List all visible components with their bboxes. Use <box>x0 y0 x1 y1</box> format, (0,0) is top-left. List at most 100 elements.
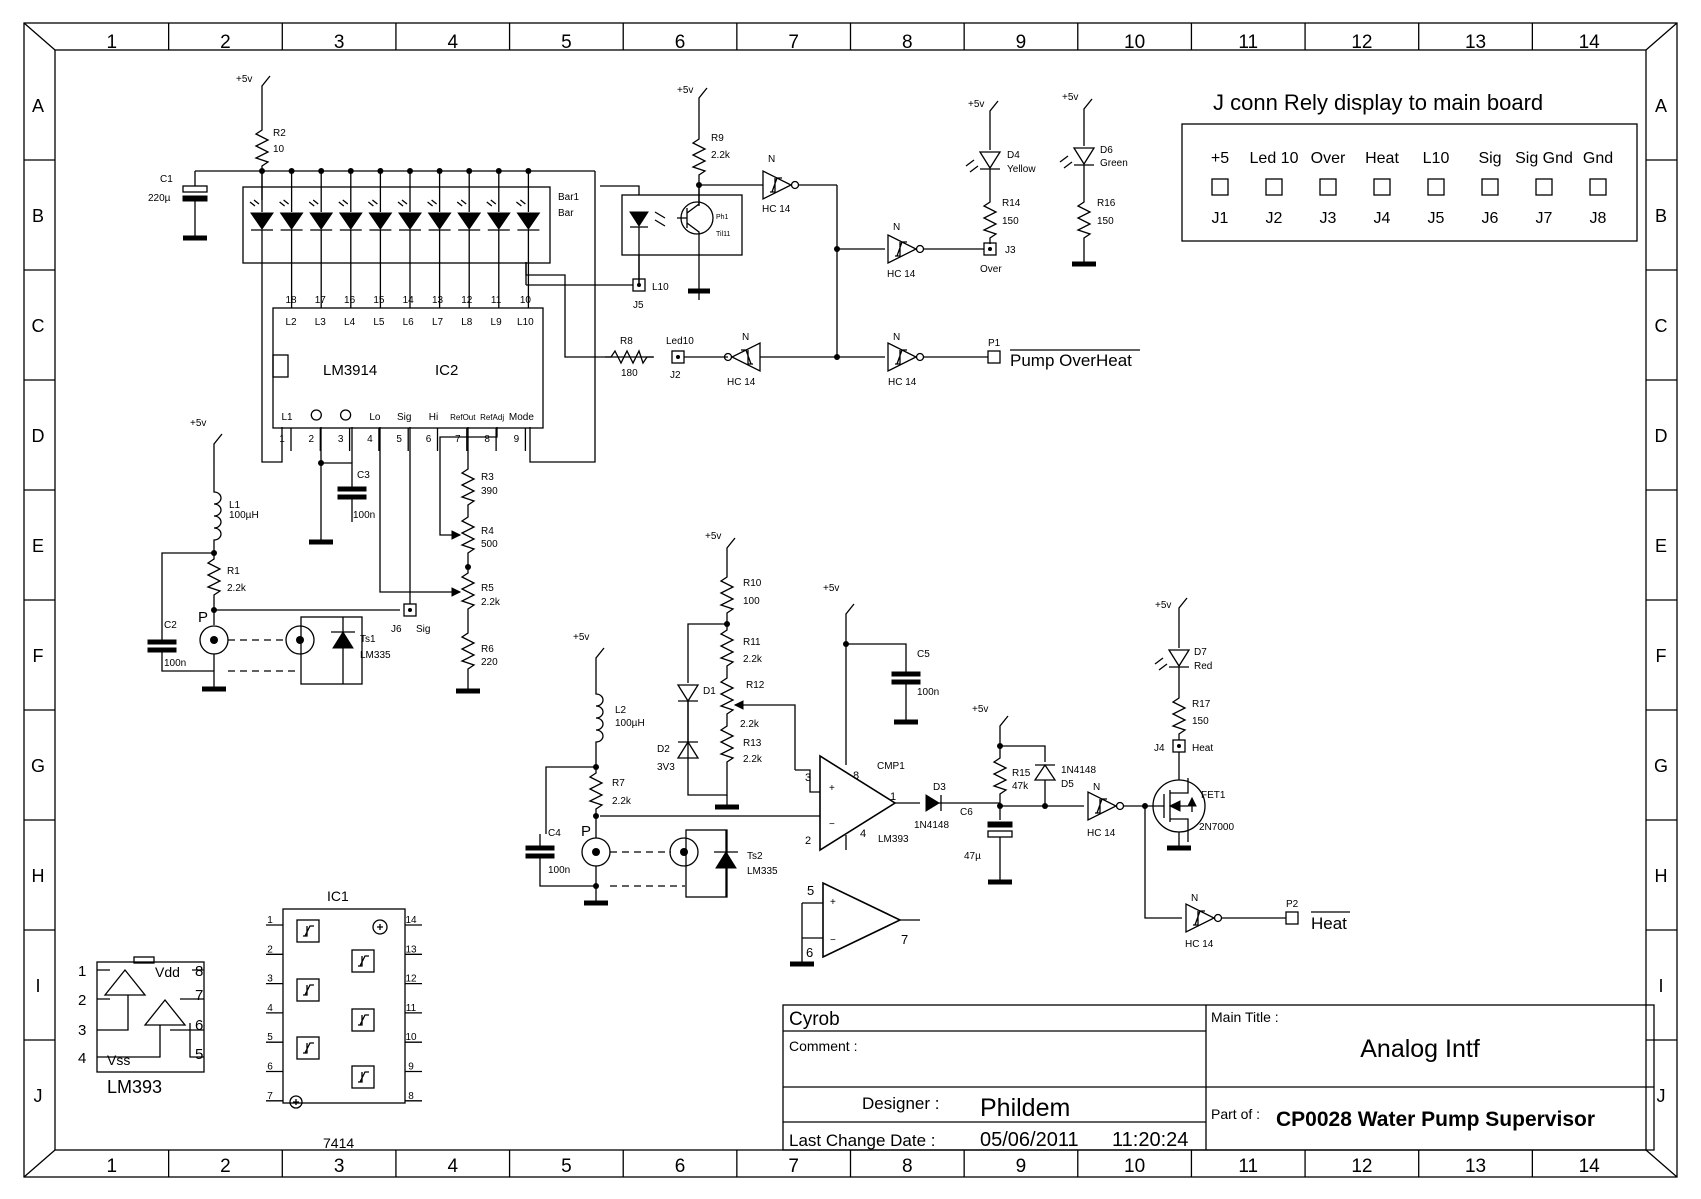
svg-text:1: 1 <box>78 963 86 980</box>
ts1-box <box>300 616 363 685</box>
connector-pin-box <box>1481 178 1499 196</box>
col-label: 10 <box>1124 32 1145 53</box>
ic2-pin-name: Mode <box>509 412 534 423</box>
ic2-pin-number: 5 <box>396 434 402 445</box>
bar-led-icon <box>367 199 392 263</box>
svg-text:P: P <box>198 609 208 626</box>
bar-led-icon <box>456 199 481 263</box>
col-label: 12 <box>1351 32 1372 53</box>
ic2-pin-number: 12 <box>461 295 473 306</box>
connector-pin-ref: J8 <box>1590 210 1607 227</box>
ic2-pin-number: 14 <box>403 295 415 306</box>
fet1-ref: FET1 <box>1201 790 1226 801</box>
ic2-pin-number: 18 <box>285 295 297 306</box>
ic2-ref: IC2 <box>435 362 458 379</box>
col-label: 4 <box>447 32 458 53</box>
bar-led-icon <box>397 199 421 263</box>
r14-value: 150 <box>1002 216 1019 227</box>
col-label: 14 <box>1579 1156 1601 1177</box>
d3-ref: D3 <box>933 782 946 793</box>
ic2-pin-number: 10 <box>520 295 532 306</box>
ts1-ref: Ts1 <box>360 634 376 645</box>
connector-pin-ref: J2 <box>1266 210 1283 227</box>
ic2-pin-name: Sig <box>397 412 411 423</box>
r2-ref: R2 <box>273 128 286 139</box>
bar-led-icon <box>250 212 274 230</box>
r4-value: 500 <box>481 539 498 550</box>
svg-text:2: 2 <box>78 992 86 1009</box>
ic1-pin-number: 6 <box>267 1062 273 1073</box>
led-bar-box <box>242 186 551 264</box>
c6-ref: C6 <box>960 807 973 818</box>
svg-text:+5v: +5v <box>823 583 839 594</box>
ic1-pin-number: 9 <box>408 1062 414 1073</box>
svg-text:−: − <box>829 819 835 830</box>
cmp1-value: LM393 <box>878 834 909 845</box>
row-label: H <box>32 866 45 886</box>
connector-pin-box <box>1211 178 1229 196</box>
l1-value: 100µH <box>229 510 259 521</box>
c5-value: 100n <box>917 687 939 698</box>
ic1-pin-number: 14 <box>405 915 417 926</box>
ic2-pin-number: 2 <box>309 434 315 445</box>
ic2-pin-name: L8 <box>461 317 473 328</box>
company: Cyrob <box>789 1009 840 1030</box>
r7-value: 2.2k <box>612 796 632 807</box>
r11-ref: R11 <box>743 637 761 648</box>
ic2-pin-name: L2 <box>285 317 297 328</box>
designer: Phildem <box>980 1094 1070 1122</box>
d5-value: 1N4148 <box>1061 765 1096 776</box>
col-label: 14 <box>1579 32 1601 53</box>
l10-label: L10 <box>652 282 669 293</box>
col-label: 11 <box>1238 1156 1258 1177</box>
ic2-pin-name: Lo <box>369 412 381 423</box>
d3-value: 1N4148 <box>914 820 949 831</box>
ph1-ref: Ph1 <box>716 214 729 221</box>
bar-led-icon <box>427 199 451 263</box>
comment-label: Comment : <box>789 1038 857 1054</box>
c3-ref: C3 <box>357 470 370 481</box>
ts2-ref: Ts2 <box>747 851 763 862</box>
ic1-pin-number: 10 <box>405 1032 417 1043</box>
connector-pin-name: Over <box>1311 150 1346 167</box>
connector-pin-box <box>1427 178 1445 196</box>
bar-led-icon <box>279 199 303 263</box>
j6-label: J6 <box>391 624 402 635</box>
r9-value: 2.2k <box>711 150 731 161</box>
r16-value: 150 <box>1097 216 1114 227</box>
col-label: 6 <box>675 1156 686 1177</box>
ic2-pin-name: L1 <box>281 412 293 423</box>
bar-led-icon <box>309 212 334 230</box>
col-label: 5 <box>561 1156 572 1177</box>
col-label: 3 <box>334 1156 345 1177</box>
svg-text:2: 2 <box>805 835 811 847</box>
svg-text:1: 1 <box>890 791 896 803</box>
r16-ref: R16 <box>1097 198 1116 209</box>
ic2-pin-name: L3 <box>315 317 327 328</box>
svg-text:+5v: +5v <box>968 99 984 110</box>
ic1-ref: IC1 <box>327 888 349 904</box>
lm393-name: LM393 <box>107 1077 162 1097</box>
heat-out-label: Heat <box>1311 914 1347 933</box>
r4-ref: R4 <box>481 526 494 537</box>
ic2-pin-name: RefAdj <box>480 413 504 422</box>
col-label: 5 <box>561 32 572 53</box>
bar-led-icon <box>368 212 393 230</box>
col-label: 1 <box>107 32 118 53</box>
ic1-pin-number: 7 <box>267 1091 273 1102</box>
svg-text:HC 14: HC 14 <box>1185 939 1214 950</box>
col-label: 13 <box>1465 1156 1486 1177</box>
c1-value: 220µ <box>148 193 171 204</box>
ts2-value: LM335 <box>747 866 778 877</box>
ic1-pin-number: 11 <box>406 1003 417 1014</box>
row-label: C <box>1655 316 1668 336</box>
part-label: Part of : <box>1211 1106 1260 1122</box>
svg-text:+5v: +5v <box>573 632 589 643</box>
ic2-pin-name: L10 <box>517 317 534 328</box>
r10-ref: R10 <box>743 578 762 589</box>
row-label: E <box>1655 536 1667 556</box>
bar-led-icon <box>515 199 540 263</box>
ic2-pin-number: 7 <box>455 434 461 445</box>
svg-text:4: 4 <box>860 828 866 840</box>
